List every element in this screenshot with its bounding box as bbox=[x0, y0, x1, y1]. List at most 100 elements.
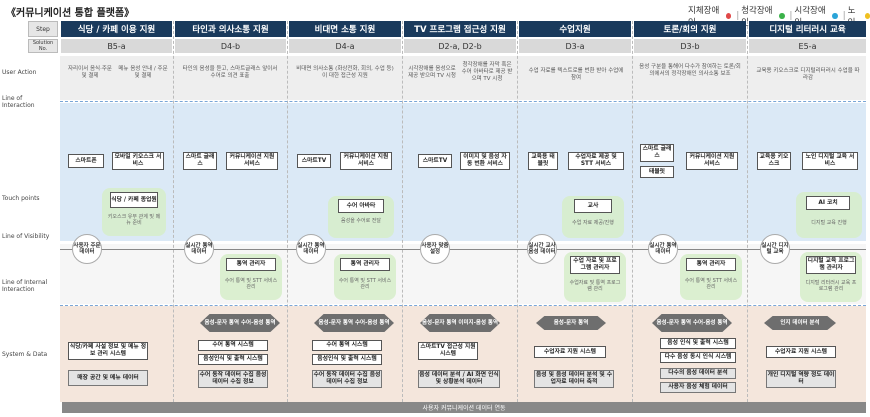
communication-service-box: 커뮤니케이션 지원 서비스 bbox=[340, 152, 392, 170]
data-node: 사용자 맞춤 설정 bbox=[420, 234, 450, 264]
class-material-system: 수업자료 지원 시스템 bbox=[766, 346, 836, 358]
user-action-text: 음성 구분을 통해어 다수가 참여하는 토론/회의에서의 정각장애인 의사소통 … bbox=[639, 64, 741, 77]
smart-glasses-box: 스마트 글래스 bbox=[183, 152, 217, 170]
row-line-internal: Line of Internal Interaction bbox=[2, 279, 48, 293]
user-action-text: 비대면 의사소통 (화상전화, 회의, 수업 등)이 대한 접근성 지원 bbox=[296, 66, 394, 79]
line-of-visibility bbox=[60, 249, 866, 250]
class-data: 음성 및 음성 데이터 분석 및 수업자료 데이터 축적 bbox=[534, 370, 614, 388]
smart-tv-box: 스마트TV bbox=[297, 154, 331, 168]
data-node: 실시간 통역 데이터 bbox=[648, 234, 678, 264]
smart-tv-access-system: 스마트TV 접근성 지원 시스템 bbox=[418, 342, 478, 360]
digital-edu-manager-box: 디지털 교육 프로그램 관리자 bbox=[806, 256, 856, 274]
data-node: 실시간 통역 데이터 bbox=[184, 234, 214, 264]
interpreter-manager-box: 통역 관리자 bbox=[686, 258, 736, 271]
solution-code: D2-a, D2-b bbox=[404, 39, 516, 53]
step-header: 토론/회의 지원 bbox=[634, 21, 746, 37]
sign-avatar-box: 수어 아바타 bbox=[338, 199, 384, 213]
user-action-text: 타인의 음성을 듣고, 스마트글래스 앞이서 수어로 의견 표출 bbox=[182, 66, 278, 79]
blue-dot-icon bbox=[832, 13, 838, 19]
step-header: 수업지원 bbox=[519, 21, 631, 37]
solution-code: D3-a bbox=[519, 39, 631, 53]
voice-io-system: 음성인식 및 출력 시스템 bbox=[312, 354, 382, 365]
senior-digital-edu-box: 노인 디지털 교육 서비스 bbox=[802, 152, 858, 170]
user-voice-data: 사용자 음성 체험 데이터 bbox=[660, 382, 736, 393]
tablet-box: 태블릿 bbox=[640, 166, 674, 178]
sign-translation-system: 수어 통역 시스템 bbox=[198, 340, 268, 351]
class-material-stt-box: 수업자료 제공 및 STT 서비스 bbox=[568, 152, 624, 170]
staff-note: 키오스크 유무 관계 및 메뉴 준비 bbox=[107, 214, 161, 226]
interpreter-manager-box: 통역 관리자 bbox=[226, 258, 276, 271]
backstage-band bbox=[60, 244, 866, 304]
class-material-note: 수업자료 및 통역 프로그램 관리 bbox=[569, 280, 621, 292]
translation-diamond: 음성-문자 통역 수어-음성 통역 bbox=[652, 314, 732, 332]
column-divider bbox=[747, 21, 748, 402]
sign-voice-data: 수어 동작 데이터 수집 음성 데이터 수집 정보 bbox=[312, 370, 382, 388]
multi-voice-system: 다수 음성 동시 인식 시스템 bbox=[660, 352, 736, 363]
step-header: 디지털 리터러시 교육 bbox=[749, 21, 866, 37]
data-node: 실시간 디지털 교육 bbox=[760, 234, 790, 264]
sign-voice-data: 수어 동작 데이터 수집 음성 데이터 수집 정보 bbox=[198, 370, 268, 388]
interpreter-note: 수어 통역 및 STT 서비스 관리 bbox=[684, 278, 738, 290]
restaurant-menu-system: 식당/카페 사설 정보 및 메뉴 정보 관리 시스템 bbox=[68, 342, 148, 360]
row-system: System & Data bbox=[2, 351, 48, 358]
communication-service-box: 커뮤니케이션 지원 서비스 bbox=[686, 152, 738, 170]
green-dot-icon bbox=[779, 13, 785, 19]
multi-voice-data: 다수의 음성 데이터 분석 bbox=[660, 368, 736, 379]
data-node: 실시간 교사 음성 데이터 bbox=[527, 234, 557, 264]
avatar-note: 음성을 수어로 전달 bbox=[341, 218, 381, 224]
column-divider bbox=[173, 21, 174, 402]
user-action-text: 교육용 키오스크로 디지털리터러시 수업을 따라감 bbox=[756, 68, 860, 81]
translation-diamond: 음성-문자 통역 수어-음성 통역 bbox=[314, 314, 394, 332]
teacher-box: 교사 bbox=[574, 199, 612, 213]
teacher-note: 수업 자료 제공/진행 bbox=[572, 220, 614, 226]
data-node: 실시간 통역 데이터 bbox=[296, 234, 326, 264]
store-menu-data: 매장 공간 및 메뉴 데이터 bbox=[68, 370, 148, 386]
class-material-manager-box: 수업 자료 및 프로그램 관리자 bbox=[570, 256, 620, 274]
translation-diamond: 음성-문자 통역 수어-음성 통역 bbox=[200, 314, 280, 332]
row-step: Step bbox=[28, 21, 58, 37]
step-header: TV 프로그램 접근성 지원 bbox=[404, 21, 516, 37]
voice-ai-data: 음성 데이터 분석 / AI 화면 인식 및 상황분석 데이터 bbox=[418, 370, 500, 388]
row-user-action: User Action bbox=[2, 69, 37, 76]
solution-code: D4-b bbox=[175, 39, 286, 53]
column-divider bbox=[287, 21, 288, 402]
row-line-interaction: Line of Interaction bbox=[2, 95, 35, 109]
data-node: 사용자 주문 데이터 bbox=[72, 234, 102, 264]
step-header: 식당 / 카페 이용 지원 bbox=[61, 21, 172, 37]
yellow-dot-icon bbox=[864, 13, 870, 19]
voice-io-system: 음성 인식 및 출력 시스템 bbox=[660, 338, 736, 349]
edu-kiosk-box: 교육용 키오스크 bbox=[757, 152, 791, 170]
line-of-interaction bbox=[60, 101, 866, 102]
user-action-text: 수업 자료를 텍스트로를 번환 받아 수업에 참여 bbox=[528, 68, 624, 81]
column-divider bbox=[632, 21, 633, 402]
touchpoint-band bbox=[60, 103, 866, 241]
user-action-band bbox=[60, 56, 866, 100]
smart-glasses-box: 스마트 글래스 bbox=[640, 144, 674, 162]
restaurant-staff-box: 식당 / 카페 종업원 bbox=[110, 192, 158, 208]
ai-coach-box: AI 코치 bbox=[806, 196, 850, 210]
row-line-visibility: Line of Visibility bbox=[2, 233, 50, 240]
solution-code: D3-b bbox=[634, 39, 746, 53]
footer-bar: 사용자 커뮤니케이션 데이터 연동 bbox=[62, 402, 866, 413]
image-voice-conversion-box: 이미지 및 음성 자동 번환 서비스 bbox=[460, 152, 510, 170]
translation-diamond: 음성-문자 통역 이미지-음성 통역 bbox=[420, 314, 500, 332]
interpreter-note: 수어 통역 및 STT 서비스 관리 bbox=[338, 278, 392, 290]
solution-code: D4-a bbox=[289, 39, 401, 53]
digital-edu-note: 디지털 리터러시 교육 프로그램 관리 bbox=[805, 280, 857, 292]
sign-translation-system: 수어 통역 시스템 bbox=[312, 340, 382, 351]
user-action-text: 자리이서 음식·주문 및 결제 bbox=[68, 66, 112, 79]
interpreter-manager-box: 통역 관리자 bbox=[340, 258, 390, 271]
class-material-system: 수업자료 지원 시스템 bbox=[534, 346, 606, 358]
digital-level-data: 개인 디지털 역량 정도 데이터 bbox=[766, 370, 836, 388]
edu-tablet-box: 교육용 태블릿 bbox=[528, 152, 558, 170]
communication-service-box: 커뮤니케이션 지원 서비스 bbox=[226, 152, 278, 170]
row-solution: Solution No. bbox=[28, 39, 58, 53]
smartphone-box: 스마트폰 bbox=[68, 154, 104, 168]
solution-code: B5-a bbox=[61, 39, 172, 53]
user-action-text: 청각장애를 자막 혹은 수어 아바타로 제공 받으며 TV 시청 bbox=[461, 62, 513, 82]
user-action-text: 시각장애를 음성으로 제공 받으며 TV 시청 bbox=[408, 66, 456, 79]
analysis-diamond: 인지 데이터 분석 bbox=[764, 316, 836, 330]
interpreter-note: 수어 통역 및 STT 서비스 관리 bbox=[224, 278, 278, 290]
column-divider bbox=[517, 21, 518, 402]
ai-coach-note: 디지털 교육 진행 bbox=[811, 220, 847, 226]
